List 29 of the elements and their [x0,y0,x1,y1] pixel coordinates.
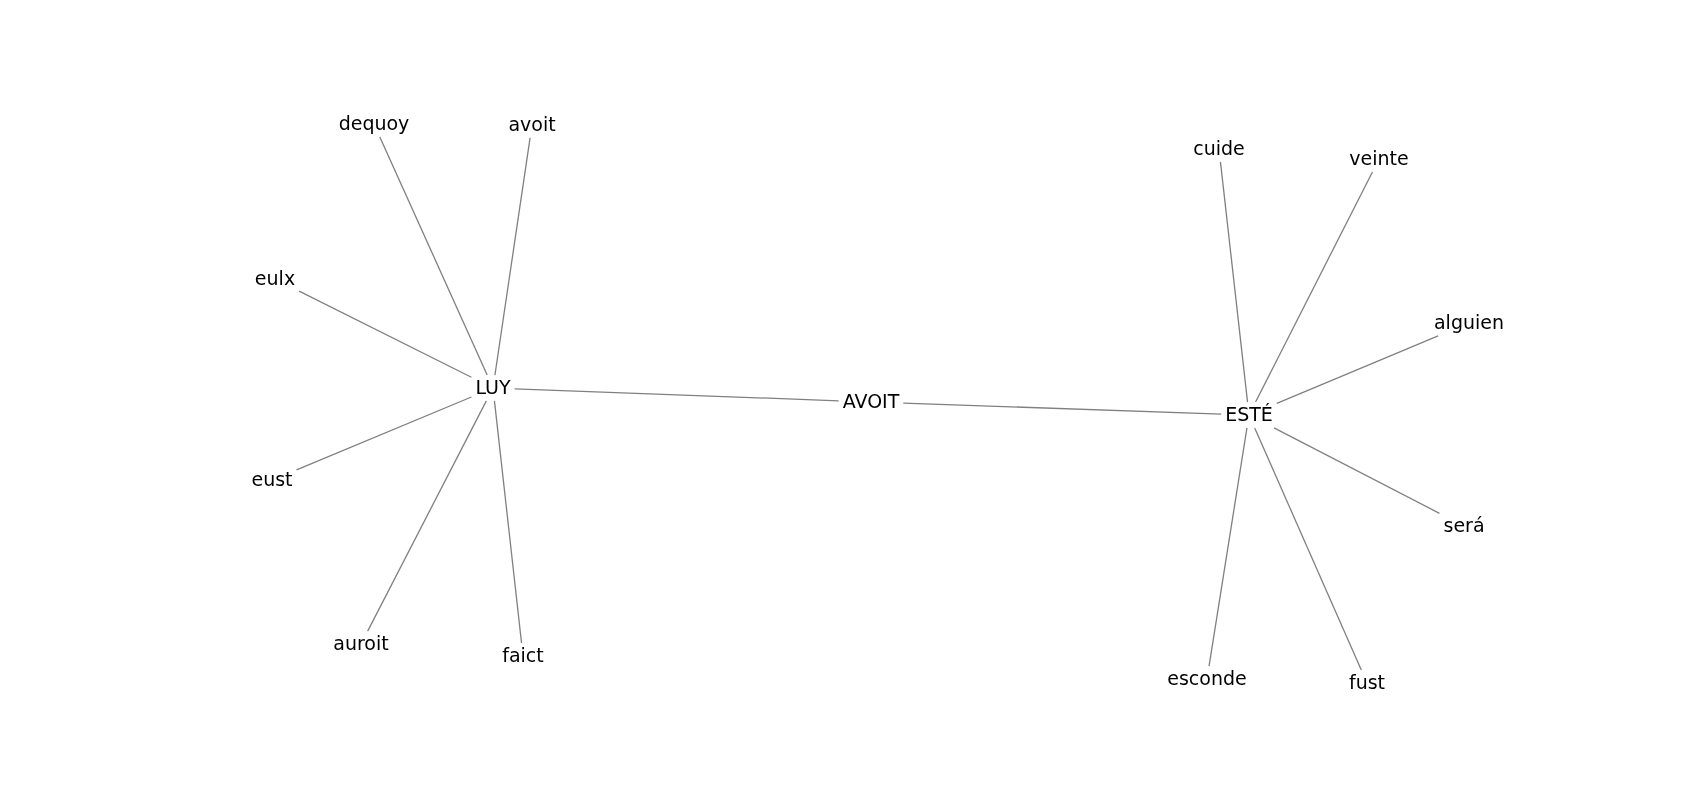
connector-line [513,388,840,402]
word-label: AVOIT [841,391,901,413]
connector-line [367,400,487,632]
word-label: auroit [332,633,390,655]
connector-line [1254,171,1374,403]
connector-line [298,290,473,378]
word-label: LUY [474,377,512,399]
connector-line [902,402,1222,415]
word-label: faict [501,645,545,667]
connector-line [1208,427,1248,667]
word-label: ESTÉ [1224,404,1274,426]
word-label: eust [250,469,294,491]
connector-line [493,400,523,644]
connector-line [295,396,473,471]
word-label: dequoy [337,113,411,135]
word-label: veinte [1348,148,1410,170]
word-label: esconde [1166,668,1248,690]
word-label: alguien [1433,312,1505,334]
connector-line [1254,427,1362,671]
connector-line [379,136,488,376]
word-label: fust [1347,672,1387,694]
word-label: eulx [253,268,297,290]
word-label: será [1442,515,1486,537]
connector-line [494,137,531,376]
word-label: cuide [1192,138,1246,160]
connector-line [1276,335,1439,404]
word-label: avoit [507,114,557,136]
connector-line [1219,161,1249,403]
connector-line [1273,427,1441,514]
